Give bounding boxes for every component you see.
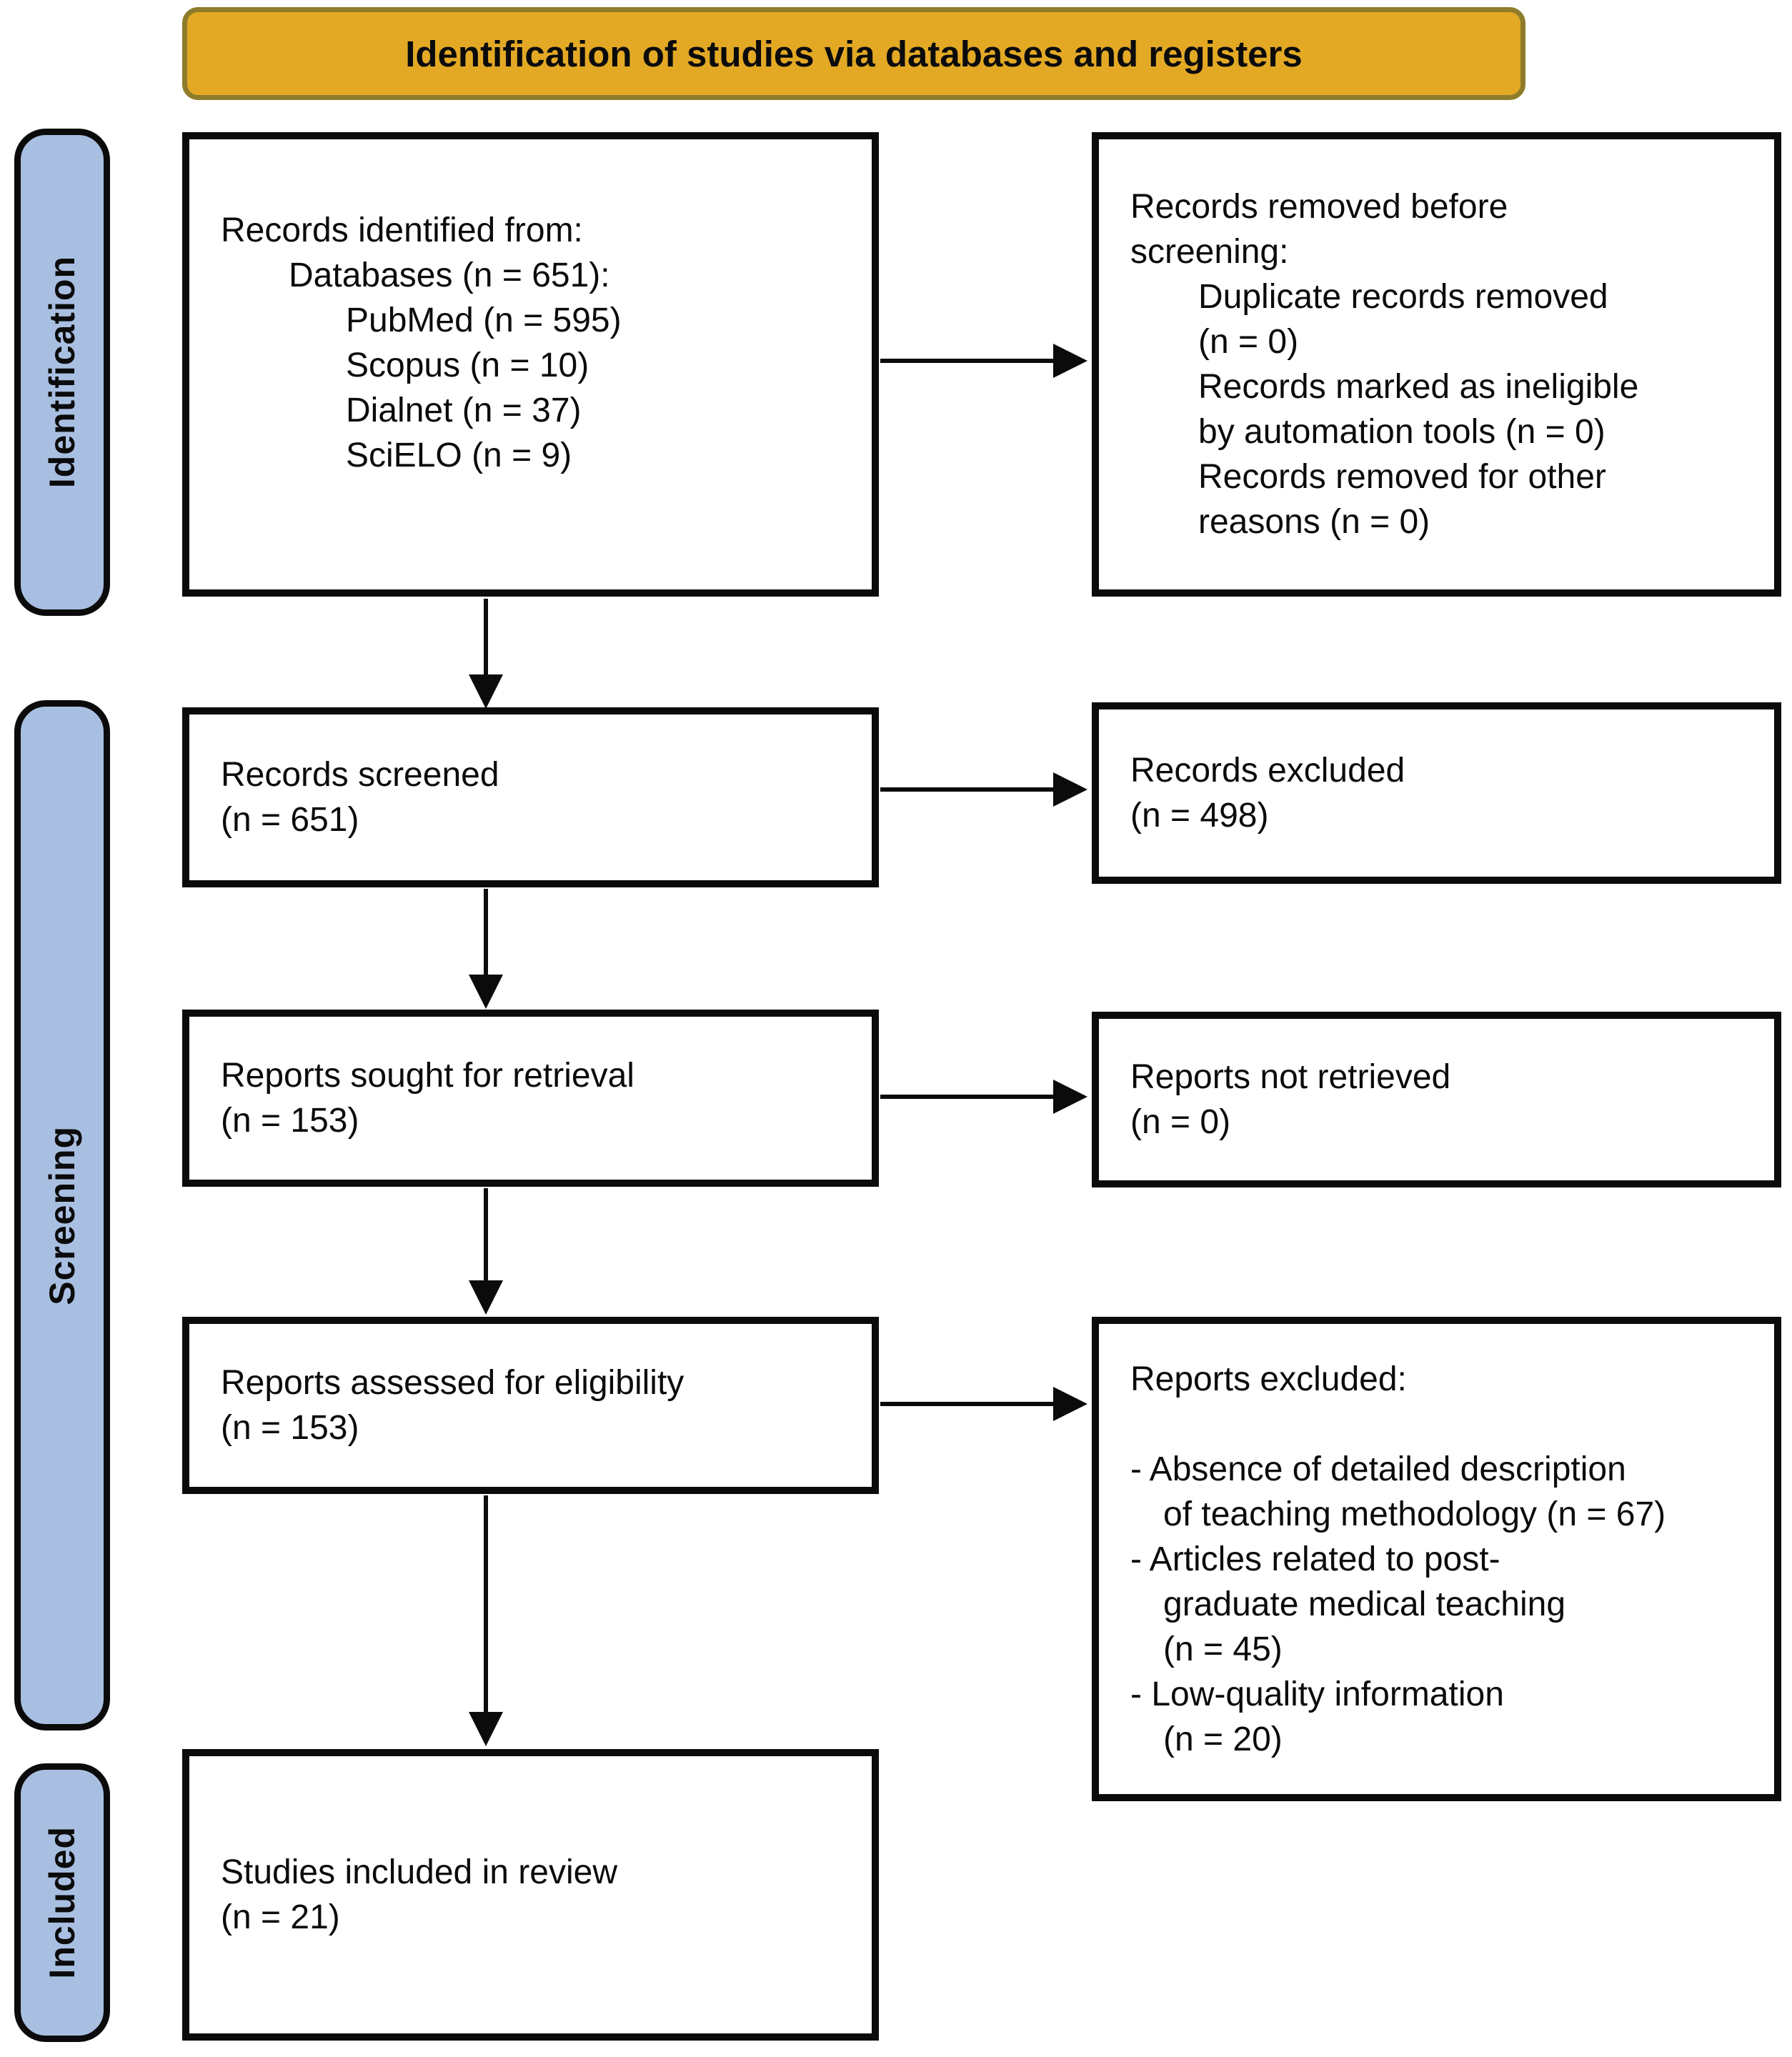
text-line: Reports excluded: — [1130, 1360, 1407, 1398]
text-line: Records identified from: — [221, 211, 583, 249]
arrow-sought-to-assessed — [469, 1188, 503, 1315]
banner-label: Identification of studies via databases … — [405, 33, 1303, 74]
box-studies-included-in-review: Studies included in review (n = 21) — [182, 1749, 879, 2041]
box-records-removed-before-screening: Records removed before screening: Duplicat… — [1092, 132, 1781, 597]
arrow-sought-to-not-retrieved — [880, 1080, 1087, 1114]
text-line: Records excluded — [1130, 752, 1405, 790]
sidebar-stage-included-label: Included — [42, 1826, 82, 1979]
text-line: - Articles related to post- — [1130, 1540, 1500, 1578]
text-line: Reports assessed for eligibility — [221, 1364, 685, 1402]
box-reports-not-retrieved: Reports not retrieved (n = 0) — [1092, 1012, 1781, 1187]
text-line: Records removed for other — [1198, 458, 1606, 496]
sidebar-stage-included: Included — [14, 1763, 110, 2042]
box-records-identified: Records identified from: Databases (n = 6… — [182, 132, 879, 597]
text-line: reasons (n = 0) — [1198, 503, 1430, 541]
text-line: (n = 153) — [221, 1102, 359, 1140]
text-line: (n = 651) — [221, 801, 359, 839]
box-reports-sought-for-retrieval: Reports sought for retrieval (n = 153) — [182, 1010, 879, 1187]
text-line: Records marked as ineligible — [1198, 368, 1639, 406]
sidebar-stage-screening-label: Screening — [42, 1125, 82, 1305]
box-reports-excluded-reasons: Reports excluded: - Absence of detailed … — [1092, 1317, 1781, 1801]
arrow-assessed-to-included — [469, 1495, 503, 1746]
text-line — [1130, 1402, 1761, 1447]
text-line: Records screened — [221, 756, 499, 794]
box-records-excluded: Records excluded (n = 498) — [1092, 702, 1781, 884]
box-reports-assessed-for-eligibility: Reports assessed for eligibility (n = 153… — [182, 1317, 879, 1494]
text-line: screening: — [1130, 233, 1289, 271]
text-line: Scopus (n = 10) — [346, 347, 589, 384]
banner-identification-via-databases: Identification of studies via databases … — [182, 7, 1525, 100]
arrow-assessed-to-reports-excluded — [880, 1387, 1087, 1421]
text-line: PubMed (n = 595) — [346, 302, 622, 339]
text-line: Records removed before — [1130, 188, 1508, 226]
sidebar-stage-identification-label: Identification — [42, 256, 82, 489]
text-line: Studies included in review — [221, 1853, 617, 1891]
text-line: Dialnet (n = 37) — [346, 392, 582, 429]
text-line: - Low-quality information — [1130, 1675, 1504, 1713]
text-line: (n = 20) — [1163, 1720, 1283, 1758]
text-line: Databases (n = 651): — [289, 256, 610, 294]
arrow-screened-to-excluded — [880, 772, 1087, 807]
text-line: (n = 21) — [221, 1898, 340, 1936]
text-line: graduate medical teaching — [1163, 1585, 1566, 1623]
text-line: SciELO (n = 9) — [346, 437, 572, 474]
text-line: by automation tools (n = 0) — [1198, 413, 1606, 451]
arrow-identified-to-screened — [469, 599, 503, 709]
text-line: Duplicate records removed — [1198, 278, 1608, 316]
text-line: (n = 0) — [1130, 1103, 1231, 1141]
text-line: of teaching methodology (n = 67) — [1163, 1495, 1666, 1533]
text-line: - Absence of detailed description — [1130, 1450, 1626, 1488]
text-line: Reports not retrieved — [1130, 1058, 1451, 1096]
text-line: (n = 0) — [1198, 323, 1299, 361]
arrow-identified-to-removed — [880, 344, 1087, 378]
sidebar-stage-screening: Screening — [14, 700, 110, 1730]
text-line: (n = 45) — [1163, 1630, 1283, 1668]
box-records-screened: Records screened (n = 651) — [182, 707, 879, 887]
text-line: (n = 153) — [221, 1409, 359, 1447]
arrow-screened-to-sought — [469, 889, 503, 1009]
text-line: (n = 498) — [1130, 797, 1269, 835]
text-line: Reports sought for retrieval — [221, 1057, 634, 1095]
sidebar-stage-identification: Identification — [14, 129, 110, 616]
